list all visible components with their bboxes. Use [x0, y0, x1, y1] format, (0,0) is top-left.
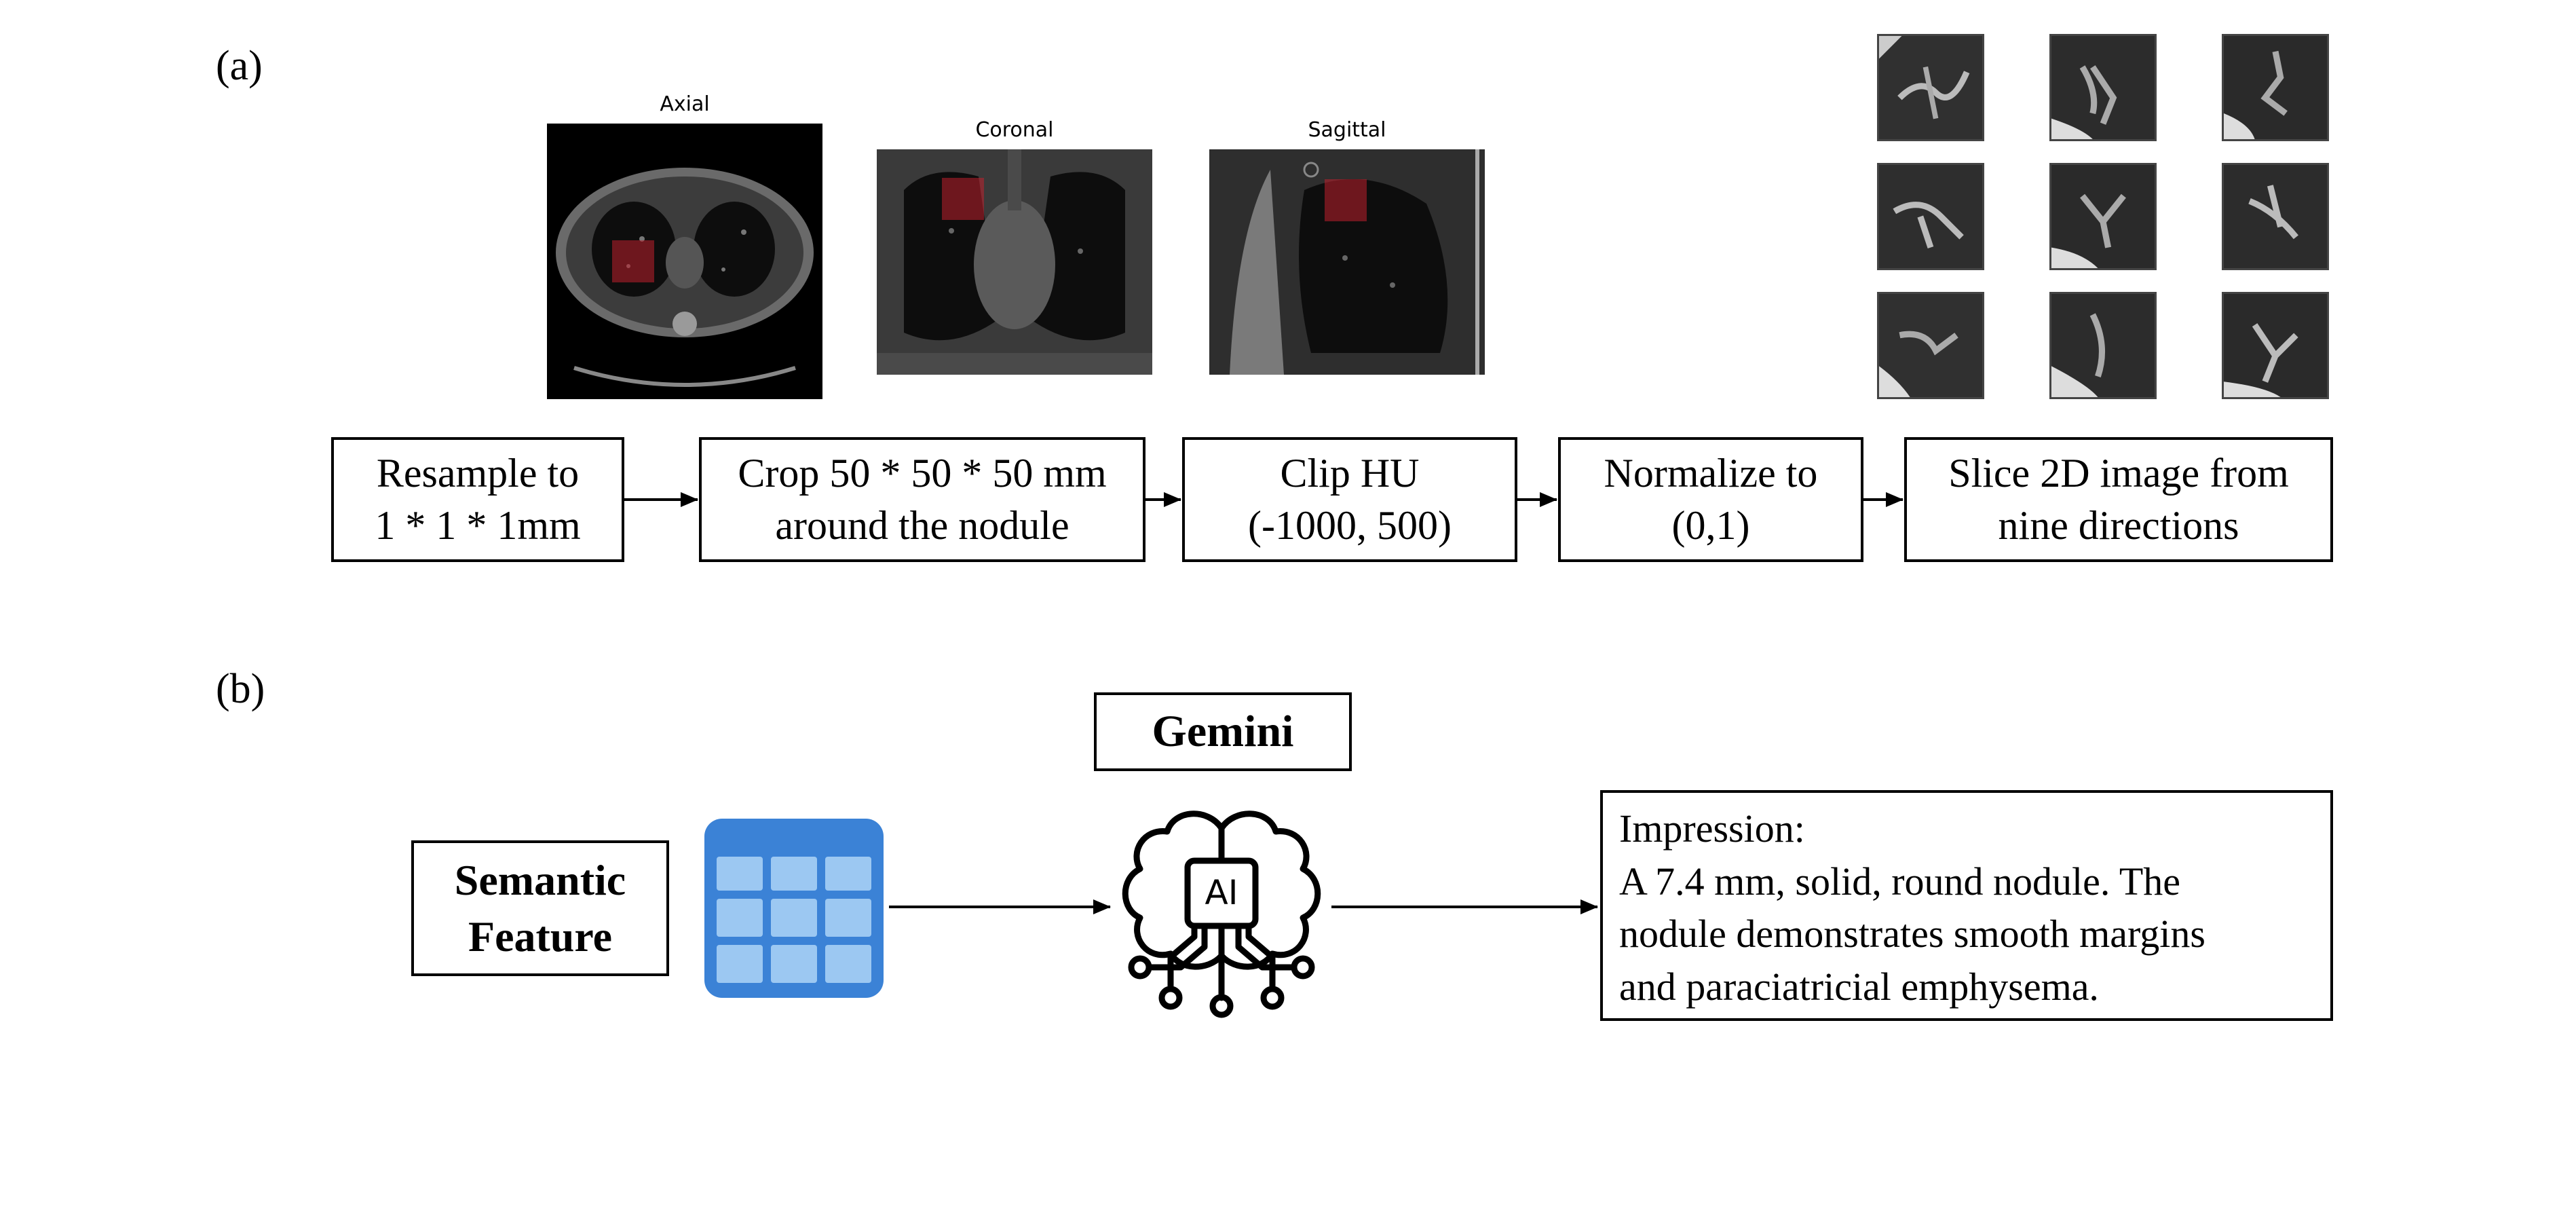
step-line: Resample to	[376, 451, 580, 496]
semantic-feature-box: Semantic Feature	[411, 840, 669, 976]
step-resample-box: Resample to 1 * 1 * 1mm	[331, 437, 624, 562]
ai-chip-text: AI	[1205, 873, 1238, 912]
impression-line: and paraciatricial emphysema.	[1619, 965, 2099, 1009]
panel-b-label: (b)	[216, 666, 265, 712]
slice-patch	[2222, 163, 2329, 270]
step-normalize-box: Normalize to (0,1)	[1558, 437, 1863, 562]
slice-patch	[2049, 292, 2157, 399]
slice-patch	[1877, 163, 1984, 270]
impression-box: Impression: A 7.4 mm, solid, round nodul…	[1600, 790, 2333, 1021]
axial-title: Axial	[660, 92, 710, 116]
table-icon	[700, 815, 888, 1002]
impression-line: nodule demonstrates smooth margins	[1619, 912, 2205, 956]
slice-patch	[1877, 34, 1984, 141]
step-line: (-1000, 500)	[1248, 503, 1452, 548]
sagittal-ct-image	[1209, 149, 1485, 375]
coronal-ct-image	[877, 149, 1152, 375]
step-line: Crop 50 * 50 * 50 mm	[738, 451, 1107, 496]
impression-line: A 7.4 mm, solid, round nodule. The	[1619, 859, 2181, 903]
slice-patch	[2049, 34, 2157, 141]
input-label: Semantic	[454, 855, 626, 904]
sagittal-title: Sagittal	[1308, 118, 1386, 142]
slice-patch	[2222, 34, 2329, 141]
step-line: around the nodule	[775, 503, 1069, 548]
slice-patch	[2222, 292, 2329, 399]
step-line: Normalize to	[1604, 451, 1818, 496]
step-line: (0,1)	[1671, 503, 1750, 548]
axial-ct-image	[547, 124, 822, 399]
model-name: Gemini	[1152, 706, 1294, 756]
step-line: 1 * 1 * 1mm	[375, 503, 581, 548]
step-slice-box: Slice 2D image from nine directions	[1904, 437, 2333, 562]
gemini-label-box: Gemini	[1094, 692, 1352, 771]
step-clip-box: Clip HU (-1000, 500)	[1182, 437, 1517, 562]
step-line: Clip HU	[1280, 451, 1420, 496]
slice-patch	[1877, 292, 1984, 399]
impression-heading: Impression:	[1619, 806, 1805, 851]
ai-brain-icon: AI	[1113, 801, 1330, 1018]
step-line: Slice 2D image from	[1948, 451, 2289, 496]
input-label: Feature	[468, 912, 613, 961]
coronal-title: Coronal	[975, 118, 1054, 142]
step-crop-box: Crop 50 * 50 * 50 mm around the nodule	[699, 437, 1145, 562]
slice-patch	[2049, 163, 2157, 270]
panel-a-label: (a)	[216, 43, 263, 89]
step-line: nine directions	[1998, 503, 2239, 548]
